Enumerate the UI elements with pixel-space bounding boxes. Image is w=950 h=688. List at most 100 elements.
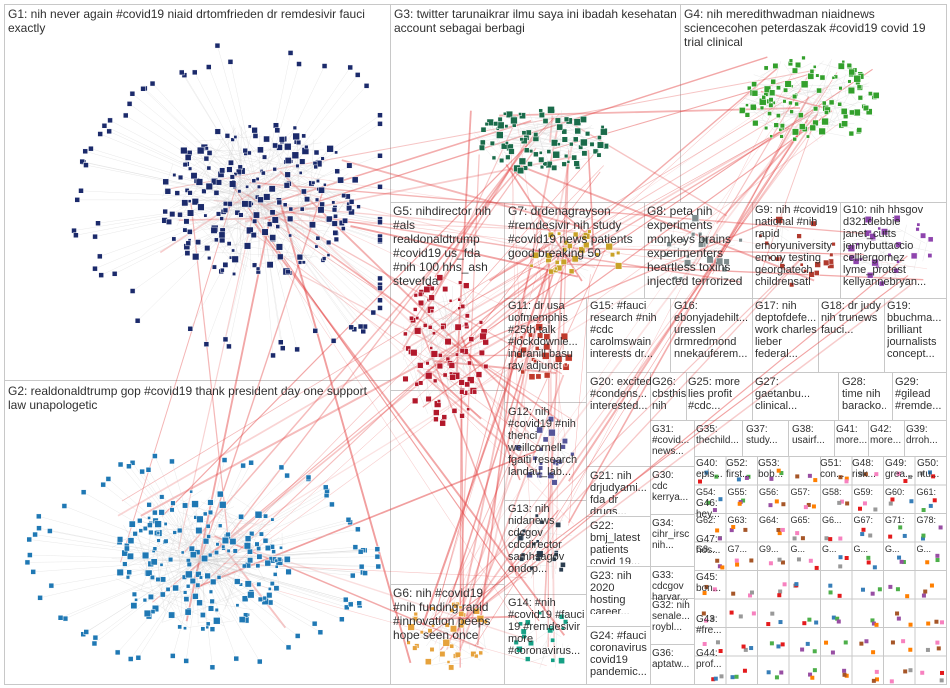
graph-node bbox=[795, 62, 801, 67]
small-node bbox=[775, 499, 779, 503]
small-node bbox=[749, 646, 753, 650]
graph-node bbox=[357, 601, 362, 606]
graph-node bbox=[234, 656, 239, 661]
small-node bbox=[829, 590, 833, 594]
graph-node bbox=[106, 476, 111, 481]
graph-node bbox=[403, 376, 409, 382]
graph-node bbox=[187, 562, 192, 567]
graph-node bbox=[210, 579, 216, 585]
graph-node bbox=[242, 201, 249, 208]
small-node bbox=[860, 532, 864, 536]
graph-node bbox=[207, 166, 211, 170]
graph-node bbox=[540, 165, 544, 169]
graph-node bbox=[248, 125, 251, 128]
graph-node bbox=[557, 124, 563, 130]
group-edge bbox=[770, 80, 855, 103]
small-node bbox=[909, 499, 913, 503]
graph-node bbox=[302, 134, 306, 138]
graph-node bbox=[848, 87, 855, 94]
small-node bbox=[778, 590, 782, 594]
graph-node bbox=[849, 131, 854, 136]
group-edge bbox=[138, 200, 260, 321]
small-group-label: G... bbox=[885, 544, 914, 555]
graph-node bbox=[115, 650, 120, 655]
graph-node bbox=[232, 272, 235, 275]
graph-node bbox=[241, 463, 246, 468]
graph-node bbox=[459, 380, 465, 386]
graph-node bbox=[455, 353, 458, 356]
graph-node bbox=[335, 151, 338, 154]
graph-node bbox=[25, 560, 30, 565]
small-node bbox=[896, 587, 900, 591]
graph-node bbox=[288, 50, 293, 55]
graph-node bbox=[353, 545, 358, 550]
graph-node bbox=[146, 467, 151, 472]
graph-node bbox=[137, 518, 142, 523]
small-node bbox=[922, 508, 926, 512]
graph-node bbox=[164, 539, 168, 543]
small-node bbox=[831, 651, 835, 655]
graph-node bbox=[214, 190, 219, 195]
small-node bbox=[891, 640, 895, 644]
group-label-g10: G10: nih hhsgov d321debbie janet_cutts j… bbox=[843, 204, 947, 288]
graph-node bbox=[200, 612, 205, 617]
graph-node bbox=[144, 610, 151, 617]
small-node bbox=[920, 671, 924, 675]
graph-node bbox=[186, 584, 190, 588]
graph-node bbox=[378, 237, 383, 242]
graph-node bbox=[236, 604, 239, 607]
group-edge bbox=[806, 77, 839, 120]
graph-node bbox=[267, 262, 273, 268]
graph-node bbox=[251, 232, 257, 238]
graph-node bbox=[762, 95, 766, 99]
small-group-label: G56: res... bbox=[759, 487, 788, 498]
graph-node bbox=[239, 213, 244, 218]
group-label-g4: G4: nih meredithwadman niaidnews science… bbox=[684, 7, 946, 51]
graph-node bbox=[179, 70, 184, 75]
graph-node bbox=[526, 130, 531, 135]
graph-node bbox=[557, 143, 560, 146]
graph-node bbox=[318, 207, 324, 213]
graph-node bbox=[169, 612, 175, 618]
graph-node bbox=[130, 289, 135, 294]
graph-node bbox=[318, 630, 323, 635]
graph-node bbox=[428, 325, 432, 329]
small-group-label: G... bbox=[854, 544, 883, 555]
graph-node bbox=[480, 140, 485, 145]
graph-node bbox=[810, 69, 814, 73]
small-group-box bbox=[726, 571, 758, 600]
graph-node bbox=[313, 328, 318, 333]
graph-node bbox=[434, 417, 439, 422]
graph-node bbox=[312, 181, 315, 184]
small-group-label: G67: G... bbox=[854, 515, 883, 526]
graph-node bbox=[152, 454, 157, 459]
group-label-g9: G9: nih #covid19 national #nih rapid emo… bbox=[755, 204, 839, 288]
graph-node bbox=[204, 156, 209, 161]
graph-node bbox=[203, 512, 207, 516]
graph-node bbox=[472, 390, 476, 394]
graph-node bbox=[253, 133, 258, 138]
small-group-label: G... bbox=[791, 544, 820, 555]
graph-node bbox=[217, 575, 221, 579]
graph-node bbox=[443, 373, 447, 377]
graph-node bbox=[849, 69, 855, 75]
group-label-g33: G33: cdcgov harvar... bbox=[652, 570, 694, 600]
graph-node bbox=[271, 518, 274, 521]
graph-node bbox=[62, 504, 67, 509]
small-node bbox=[731, 675, 735, 679]
graph-node bbox=[275, 128, 280, 133]
small-node bbox=[895, 611, 899, 615]
graph-node bbox=[151, 559, 157, 565]
graph-node bbox=[824, 110, 828, 114]
graph-node bbox=[79, 188, 84, 193]
graph-node bbox=[255, 542, 260, 547]
graph-node bbox=[539, 157, 545, 163]
graph-node bbox=[223, 208, 228, 213]
graph-node bbox=[257, 554, 262, 559]
graph-node bbox=[793, 137, 797, 141]
group-label-g42: G42: more... bbox=[870, 424, 904, 448]
graph-node bbox=[188, 326, 193, 331]
graph-node bbox=[131, 603, 137, 609]
graph-node bbox=[327, 145, 334, 152]
graph-node bbox=[297, 62, 302, 67]
